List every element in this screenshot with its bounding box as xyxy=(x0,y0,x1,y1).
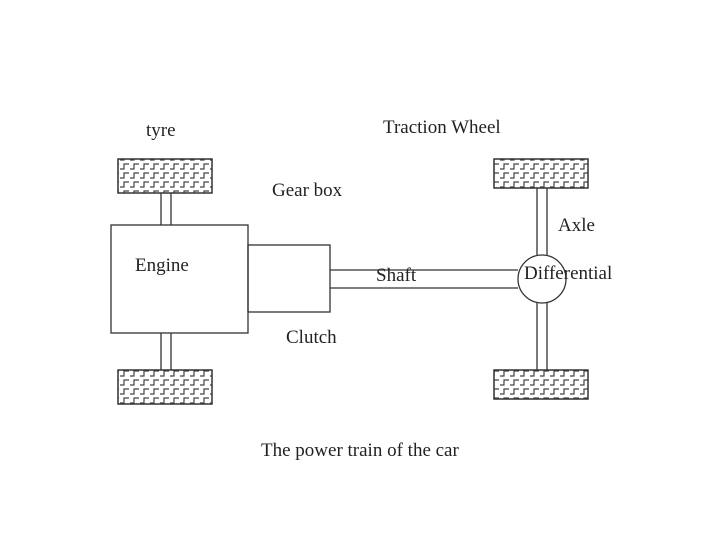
shaft-label: Shaft xyxy=(376,265,417,286)
gear-box-label: Gear box xyxy=(272,180,343,201)
tyre-rear-left xyxy=(117,369,213,405)
tyre-rear-right xyxy=(493,369,589,400)
clutch-label: Clutch xyxy=(286,327,337,348)
traction-wheel-label: Traction Wheel xyxy=(383,117,501,138)
gearbox-block xyxy=(247,244,331,313)
tyre-front-right xyxy=(493,158,589,189)
tyre-label: tyre xyxy=(146,120,176,141)
engine-label: Engine xyxy=(135,255,189,276)
differential-circle xyxy=(517,254,567,304)
engine-block xyxy=(110,224,249,334)
differential-label: Differential xyxy=(524,263,612,284)
tyre-front-left xyxy=(117,158,213,194)
diagram-caption: The power train of the car xyxy=(261,440,459,461)
axle-label: Axle xyxy=(558,215,595,236)
